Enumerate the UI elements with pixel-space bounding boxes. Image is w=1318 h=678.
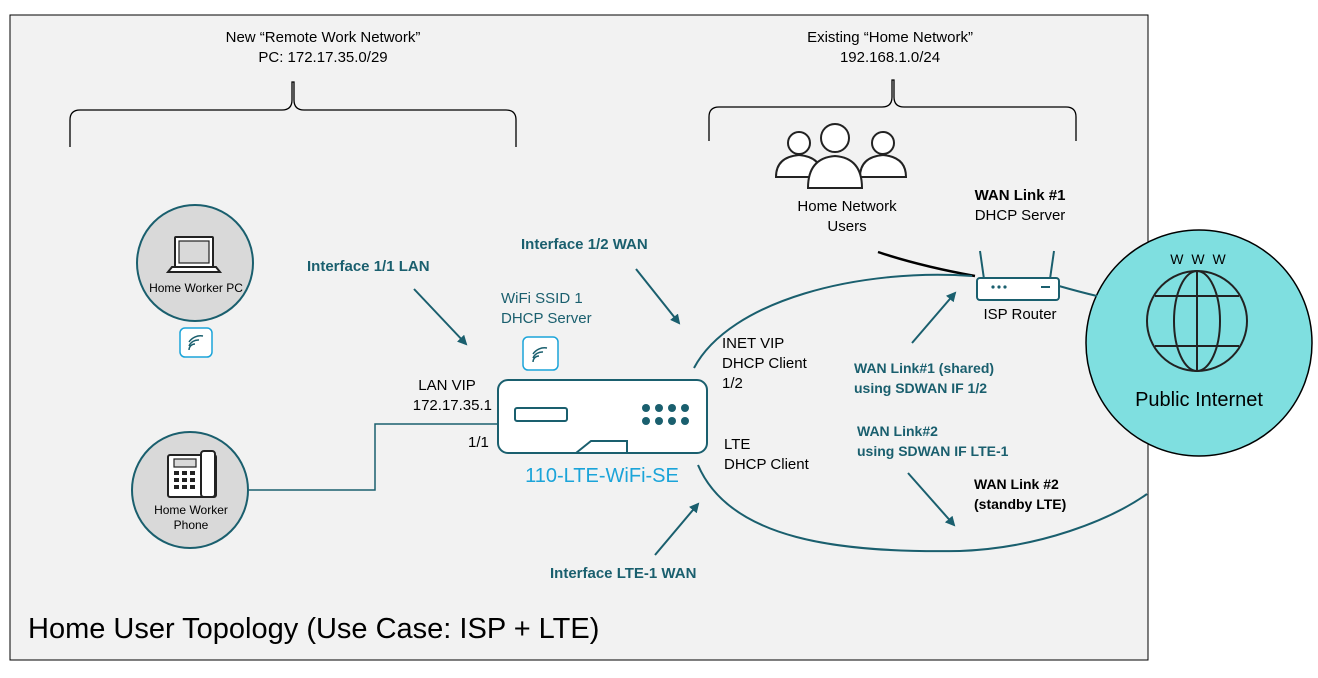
arrow-wan-standby (907, 472, 956, 527)
desk-phone-icon (167, 450, 217, 498)
lte-link-arc (697, 464, 1148, 553)
inet-vip-title: INET VIP (722, 335, 785, 352)
arrow-interface-12 (635, 268, 681, 325)
home-users-line1: Home Network (797, 198, 897, 215)
arrow-interface-lte (654, 502, 700, 556)
phone-keypad (174, 471, 195, 489)
home-network-title: Existing “Home Network” (807, 29, 973, 46)
wifi-icon-device (522, 336, 559, 371)
device-name-label: 110-LTE-WiFi-SE (525, 465, 679, 487)
lte-dhcp: DHCP Client (724, 456, 809, 473)
laptop-icon (165, 236, 223, 273)
lan-vip-ip: 172.17.35.1 (412, 397, 492, 414)
lte-label: LTE DHCP Client (724, 435, 809, 475)
home-users-label: Home Network Users (777, 197, 917, 237)
wan-lte-line2: using SDWAN IF LTE-1 (857, 443, 1009, 459)
wan-link1-label: WAN Link #1 DHCP Server (950, 186, 1090, 226)
home-network-brace (708, 79, 1077, 141)
remote-network-title: New “Remote Work Network” (225, 29, 421, 46)
users-router-link (877, 250, 976, 278)
home-users-line2: Users (827, 218, 867, 235)
arrow-interface-11 (413, 288, 468, 346)
wifi-ssid: WiFi SSID 1 (501, 290, 583, 307)
remote-network-brace (69, 81, 517, 147)
wan-shared-line2: using SDWAN IF 1/2 (854, 380, 988, 396)
remote-network-label: New “Remote Work Network” PC: 172.17.35.… (193, 28, 453, 68)
isp-router-label: ISP Router (983, 306, 1057, 323)
lte-title: LTE (724, 436, 751, 453)
home-worker-phone-label: Home Worker Phone (132, 503, 250, 533)
port-11-label: 1/1 (468, 434, 489, 451)
wan-link1-subtitle: DHCP Server (974, 207, 1066, 224)
globe-icon (1146, 270, 1248, 372)
lan-vip-label: LAN VIP 172.17.35.1 (392, 376, 492, 416)
wan-shared-label: WAN Link#1 (shared) using SDWAN IF 1/2 (854, 358, 994, 398)
public-internet-globe (1085, 229, 1313, 457)
lan-vip-title: LAN VIP (418, 377, 476, 394)
globe-www-text: W W W (1170, 251, 1228, 267)
interface-12-wan-label: Interface 1/2 WAN (521, 236, 648, 253)
home-network-subnet: 192.168.1.0/24 (839, 49, 941, 66)
public-internet-label: Public Internet (1135, 389, 1263, 411)
wan-link1-title: WAN Link #1 (974, 187, 1066, 204)
wan-standby-label: WAN Link #2 (standby LTE) (974, 474, 1066, 514)
interface-11-lan-label: Interface 1/1 LAN (307, 258, 430, 275)
wan-standby-line2: (standby LTE) (974, 496, 1067, 512)
inet-vip-port: 1/2 (722, 375, 743, 392)
wan-lte-line1: WAN Link#2 (857, 423, 938, 439)
wifi-dhcp: DHCP Server (501, 310, 592, 327)
inet-vip-label: INET VIP DHCP Client 1/2 (722, 334, 807, 394)
wifi-icon-pc (179, 327, 213, 358)
home-worker-phone-line1: Home Worker (154, 503, 228, 517)
wifi-label: WiFi SSID 1 DHCP Server (501, 289, 592, 329)
wan-lte-label: WAN Link#2 using SDWAN IF LTE-1 (857, 421, 1008, 461)
arrow-wan-shared (911, 291, 957, 344)
inet-vip-dhcp: DHCP Client (722, 355, 807, 372)
wan-standby-line1: WAN Link #2 (974, 476, 1059, 492)
home-worker-phone-line2: Phone (173, 518, 209, 532)
diagram-title: Home User Topology (Use Case: ISP + LTE) (28, 613, 600, 645)
wan-shared-line1: WAN Link#1 (shared) (854, 360, 995, 376)
users-icon (774, 123, 908, 189)
isp-router-icon (976, 250, 1060, 301)
home-network-label: Existing “Home Network” 192.168.1.0/24 (770, 28, 1010, 68)
isp-internet-arc (1058, 285, 1098, 297)
inet-link-arc (693, 273, 973, 369)
sdwan-device-icon (497, 379, 708, 454)
home-worker-pc-label: Home Worker PC (149, 281, 243, 295)
phone-device-link (249, 423, 498, 491)
interface-lte-wan-label: Interface LTE-1 WAN (550, 565, 697, 582)
remote-network-subnet: PC: 172.17.35.0/29 (258, 49, 388, 66)
